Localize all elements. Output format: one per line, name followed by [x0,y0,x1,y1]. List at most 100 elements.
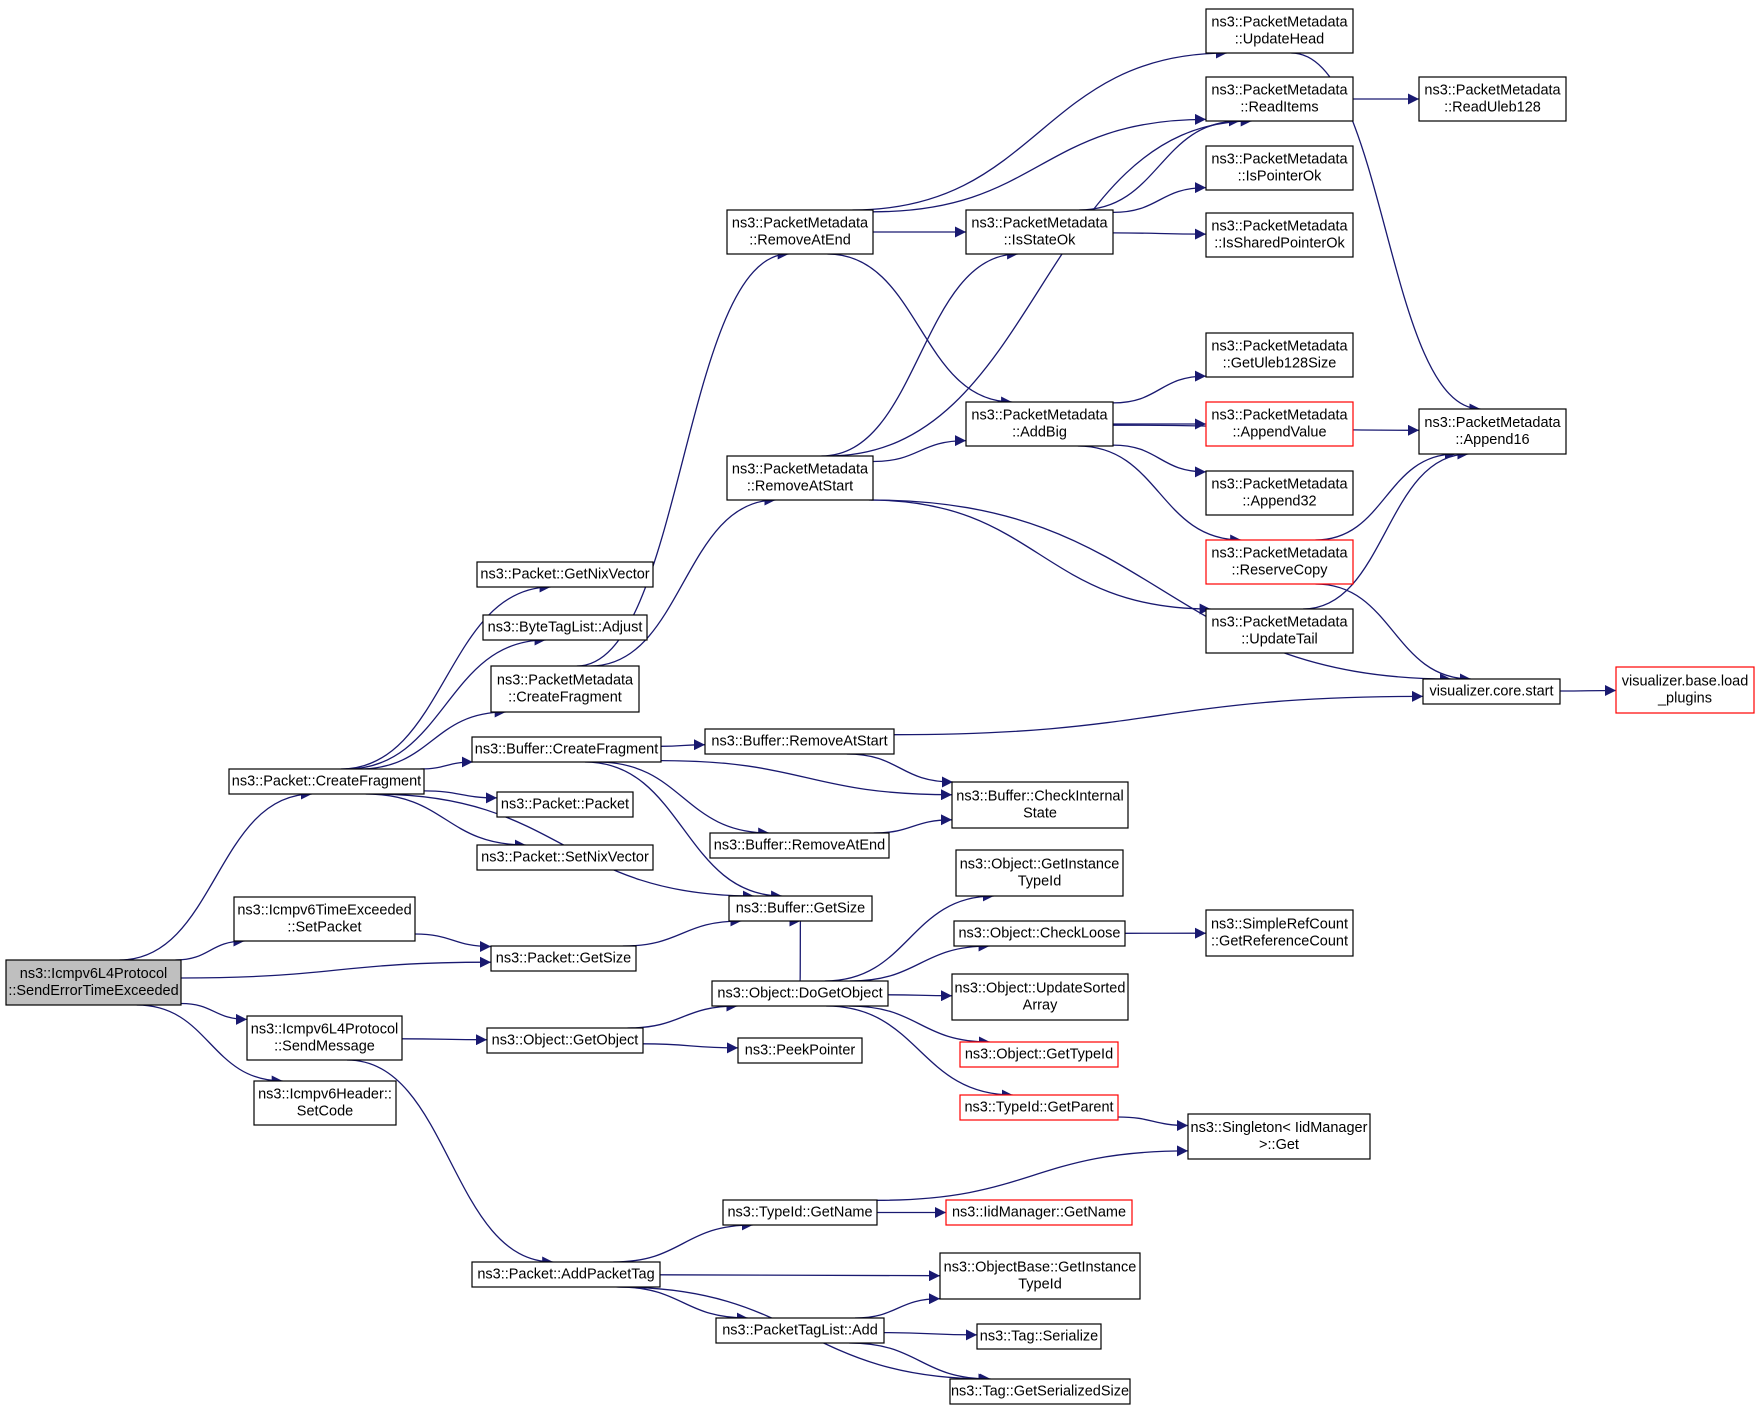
edge-addBig-to-reserveCopy [1077,445,1242,546]
node-label: ns3::Object::DoGetObject [717,985,882,1001]
graph-node-sendMessage[interactable]: ns3::Icmpv6L4Protocol::SendMessage [246,1015,403,1061]
node-label: ns3::Object::GetInstance [960,856,1120,872]
edge-createFragment-to-adjust [345,634,546,770]
graph-node-readUleb128[interactable]: ns3::PacketMetadata::ReadUleb128 [1418,76,1567,122]
node-box [939,1252,1141,1300]
graph-node-append16[interactable]: ns3::PacketMetadata::Append16 [1418,408,1567,455]
node-label: ns3::PacketMetadata [971,215,1108,231]
node-box [726,209,874,255]
graph-node-getNixVector[interactable]: ns3::Packet::GetNixVector [476,561,654,588]
node-box [965,209,1114,255]
edge-root-to-getSize [180,956,492,979]
graph-node-removeAtStart[interactable]: ns3::PacketMetadata::RemoveAtStart [726,455,874,501]
edge-removeAtStart-to-readItems [827,115,1252,457]
edge-bufCreateFragment-to-bufRemoveAtEnd [596,761,770,839]
node-box [490,945,637,972]
graph-node-addBig[interactable]: ns3::PacketMetadata::AddBig [965,401,1114,447]
graph-node-append32[interactable]: ns3::PacketMetadata::Append32 [1205,470,1354,516]
node-label: _plugins [1657,690,1712,706]
graph-node-singletonGet[interactable]: ns3::Singleton< IidManager >::Get [1187,1113,1371,1160]
node-label: ns3::Object::GetTypeId [965,1046,1113,1062]
node-box [1205,145,1354,191]
graph-node-peekPointer[interactable]: ns3::PeekPointer [737,1037,863,1064]
graph-node-setCode[interactable]: ns3::Icmpv6Header::SetCode [253,1080,397,1126]
node-label: visualizer.base.load [1622,673,1749,689]
node-label: ::GetUleb128Size [1223,355,1337,371]
graph-node-getTypeId[interactable]: ns3::Object::GetTypeId [959,1041,1119,1068]
node-box [704,728,895,755]
graph-node-bufRemoveAtEnd[interactable]: ns3::Buffer::RemoveAtEnd [709,832,890,859]
graph-node-simpleRefCount[interactable]: ns3::SimpleRefCount::GetReferenceCount [1205,909,1354,957]
node-label: ns3::Packet::GetNixVector [480,566,649,582]
node-label: ns3::Object::CheckLoose [958,925,1120,941]
edge-addPacketTag-to-objBaseGetInstanceTypeId [659,1270,941,1282]
graph-node-root[interactable]: ns3::Icmpv6L4Protocol::SendErrorTimeExce… [5,959,182,1006]
graph-node-getSize[interactable]: ns3::Packet::GetSize [490,945,637,972]
node-box [486,1027,644,1054]
graph-node-tidGetName[interactable]: ns3::TypeId::GetName [722,1199,878,1226]
graph-node-isPointerOk[interactable]: ns3::PacketMetadata::IsPointerOk [1205,145,1354,191]
graph-node-bufGetSize[interactable]: ns3::Buffer::GetSize [728,895,873,922]
node-label: ::CreateFragment [508,689,622,705]
graph-node-readItems[interactable]: ns3::PacketMetadata::ReadItems [1205,76,1354,122]
edge-addBig-to-getUleb128Size [1112,370,1207,404]
graph-node-addPacketTag[interactable]: ns3::Packet::AddPacketTag [471,1261,661,1288]
edge-doGetObject-to-updateSortedArray [887,990,953,1002]
node-label: Array [1023,997,1058,1013]
node-label: ns3::Icmpv6L4Protocol [20,966,168,982]
edge-root-to-setCode [136,1004,283,1087]
node-label: ns3::TypeId::GetName [727,1204,872,1220]
graph-node-bufRemoveAtStart[interactable]: ns3::Buffer::RemoveAtStart [704,728,895,755]
graph-node-updateTail[interactable]: ns3::PacketMetadata::UpdateTail [1205,608,1354,654]
node-label: ns3::Object::UpdateSorted [955,980,1126,996]
graph-node-isStateOk[interactable]: ns3::PacketMetadata::IsStateOk [965,209,1114,255]
edge-doGetObject-to-getParent [826,1005,1013,1101]
node-label: ::IsPointerOk [1238,168,1323,184]
edge-isStateOk-to-isPointerOk [1112,182,1207,214]
graph-node-appendValue[interactable]: ns3::PacketMetadata::AppendValue [1205,401,1354,447]
edge-pmCreateFragment-to-removeAtEnd [576,248,789,667]
graph-node-packetCtor[interactable]: ns3::Packet::Packet [496,791,634,818]
graph-node-checkLoose[interactable]: ns3::Object::CheckLoose [953,920,1126,947]
node-box [949,1378,1131,1405]
graph-node-doGetObject[interactable]: ns3::Object::DoGetObject [711,980,889,1007]
node-box [490,665,640,713]
edge-updateTail-to-append16 [1302,448,1469,610]
graph-node-setNixVector[interactable]: ns3::Packet::SetNixVector [476,844,654,871]
edge-ptlAdd-to-tagGetSerializedSize [849,1342,991,1385]
node-label: ns3::Buffer::CheckInternal [956,788,1123,804]
graph-node-createFragment[interactable]: ns3::Packet::CreateFragment [228,768,425,795]
graph-node-getUleb128Size[interactable]: ns3::PacketMetadata::GetUleb128Size [1205,332,1354,378]
node-label: ns3::Object::GetObject [492,1032,639,1048]
graph-node-tagGetSerializedSize[interactable]: ns3::Tag::GetSerializedSize [949,1378,1131,1405]
edge-sendMessage-to-getObject [401,1034,488,1046]
node-label: ::AddBig [1012,424,1067,440]
graph-node-removeAtEnd[interactable]: ns3::PacketMetadata::RemoveAtEnd [726,209,874,255]
graph-node-bufCreateFragment[interactable]: ns3::Buffer::CreateFragment [471,736,662,763]
graph-node-adjust[interactable]: ns3::ByteTagList::Adjust [482,614,648,641]
node-box [722,1199,878,1226]
node-label: ::IsStateOk [1004,232,1076,248]
graph-node-getObject[interactable]: ns3::Object::GetObject [486,1027,644,1054]
node-box [715,1317,885,1344]
graph-node-iidGetName[interactable]: ns3::IidManager::GetName [945,1199,1133,1226]
graph-node-pmCreateFragment[interactable]: ns3::PacketMetadata::CreateFragment [490,665,640,713]
node-label: ::ReserveCopy [1232,562,1329,578]
graph-node-reserveCopy[interactable]: ns3::PacketMetadata::ReserveCopy [1205,539,1354,585]
graph-node-tagSerialize[interactable]: ns3::Tag::Serialize [976,1323,1102,1350]
graph-node-updateHead[interactable]: ns3::PacketMetadata::UpdateHead [1205,8,1354,54]
graph-node-loadPlugins[interactable]: visualizer.base.load_plugins [1615,666,1755,714]
node-label: ::GetReferenceCount [1211,933,1348,949]
graph-node-ptlAdd[interactable]: ns3::PacketTagList::Add [715,1317,885,1344]
node-label: ns3::Icmpv6Header:: [258,1086,392,1102]
graph-node-getParent[interactable]: ns3::TypeId::GetParent [959,1094,1119,1121]
graph-node-setPacket[interactable]: ns3::Icmpv6TimeExceeded::SetPacket [233,896,416,942]
graph-node-coreStart[interactable]: visualizer.core.start [1422,678,1561,705]
node-label: TypeId [1018,1276,1062,1292]
graph-node-isSharedPointerOk[interactable]: ns3::PacketMetadata::IsSharedPointerOk [1205,212,1354,258]
node-label: ::SendErrorTimeExceeded [8,983,178,999]
